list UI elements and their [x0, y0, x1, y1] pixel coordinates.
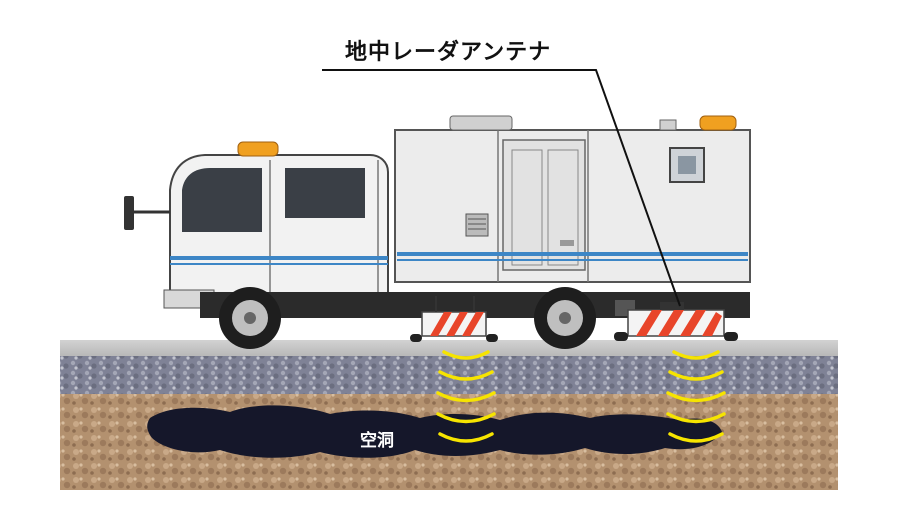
beacon-front [237, 141, 279, 157]
radar-waves-front [436, 350, 496, 443]
side-mirror [124, 196, 134, 230]
radar-waves-rear [666, 350, 726, 443]
gpr-antenna-rear [614, 302, 738, 341]
cargo-door [502, 139, 586, 271]
front-wheel [219, 287, 281, 349]
antenna-label: 地中レーダアンテナ [345, 40, 552, 65]
side-window [285, 168, 365, 218]
rear-wheel [534, 287, 596, 349]
windshield [182, 168, 262, 232]
cavity [147, 405, 722, 458]
gpr-antenna-front [410, 296, 498, 342]
ground-section [60, 340, 838, 490]
antenna-leader-line [322, 69, 681, 307]
cavity-label: 空洞 [360, 431, 394, 451]
roof-unit [449, 115, 513, 131]
beacon-rear [699, 115, 737, 131]
survey-truck [124, 115, 751, 349]
vent-grille [465, 213, 489, 237]
